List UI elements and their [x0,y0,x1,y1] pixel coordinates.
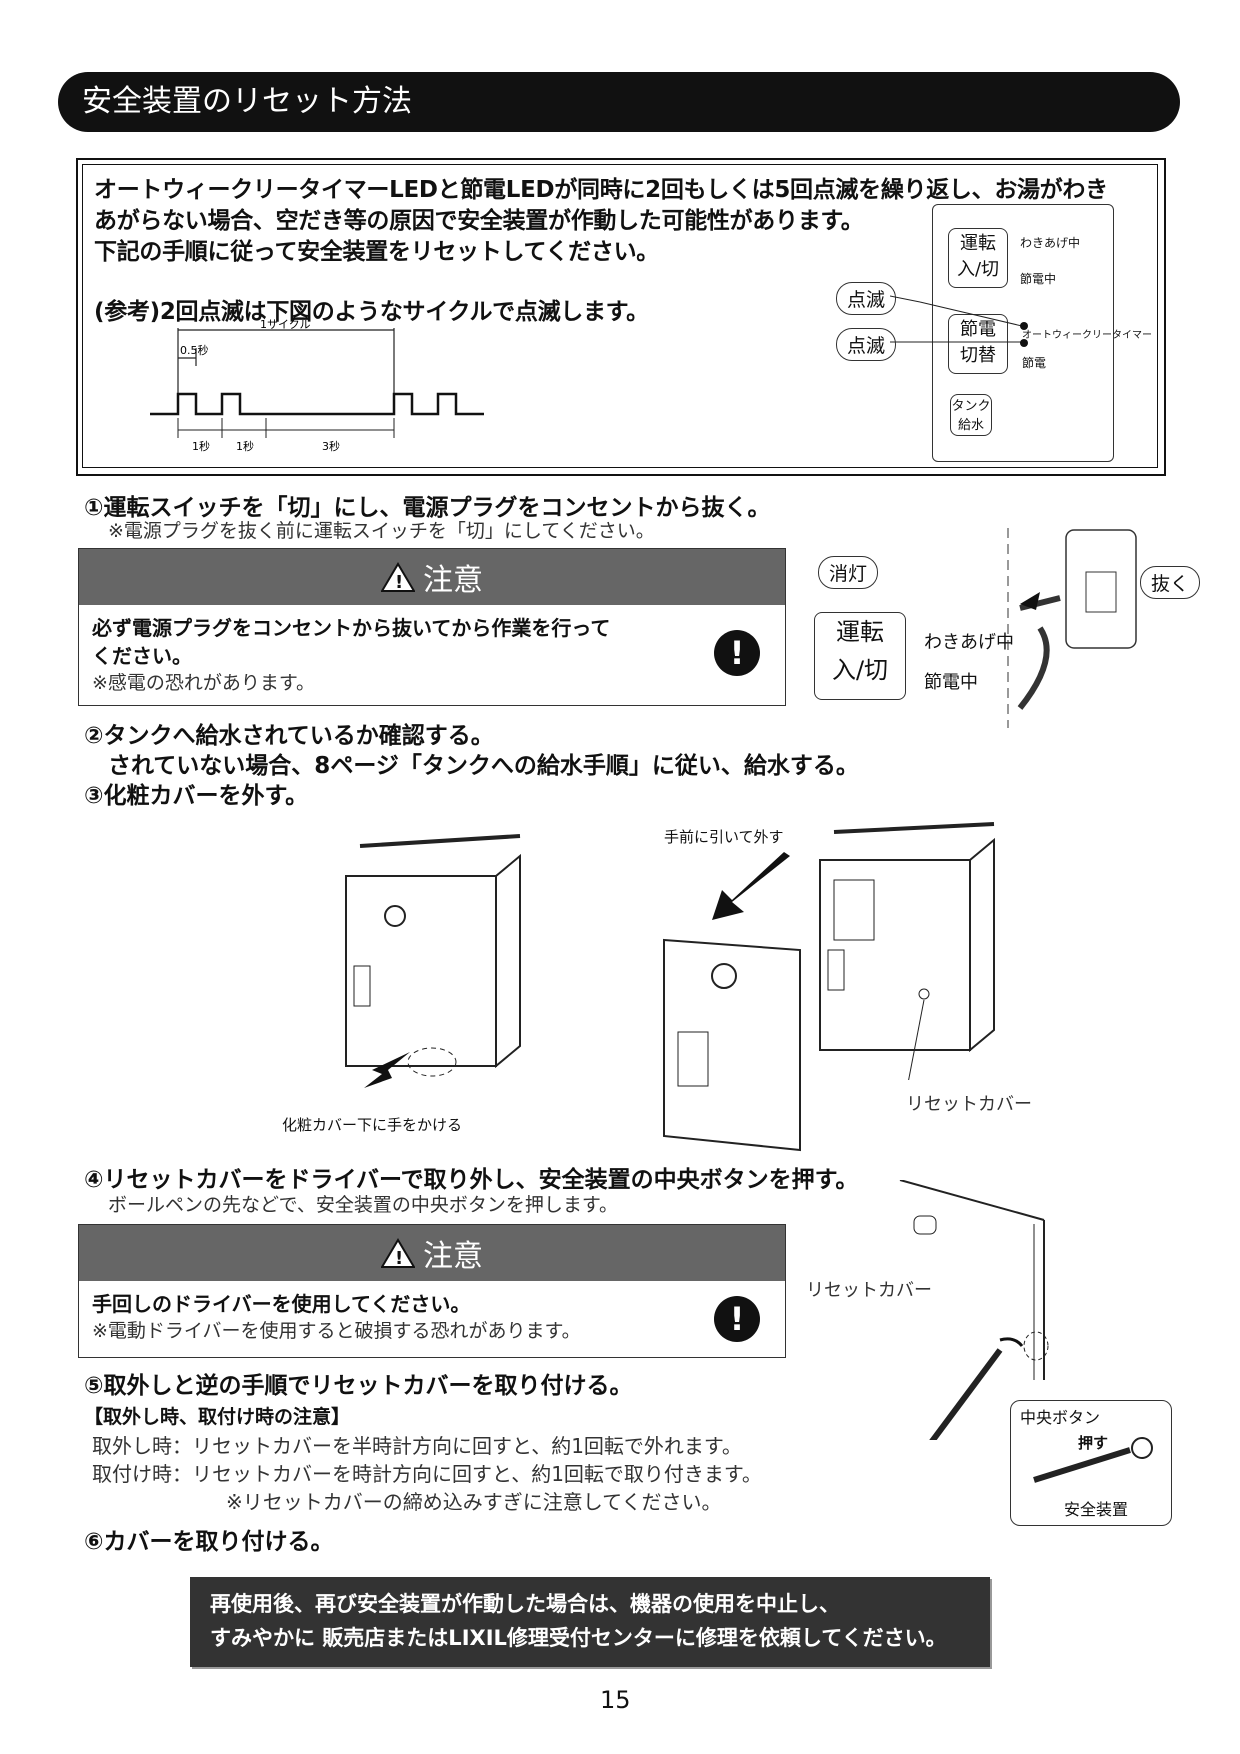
led-save-label: 節電 [1022,356,1047,370]
fig1-save-label: 節電中 [924,672,978,693]
plug-cord-icon [1017,595,1061,710]
warning-triangle-icon: ! [381,562,415,592]
intro-line-1: オートウィークリータイマーLEDと節電LEDが同時に2回もしくは5回点滅を繰り返… [94,177,1108,203]
save-button-sub: 切替 [960,345,996,366]
step-5-remove: 取外し時：リセットカバーを半時計方向に回すと、約1回転で外れます。 [92,1434,742,1458]
reset-procedure-illustration [899,1180,1049,1440]
run-large-label: 運転 [836,618,884,646]
save-button-label: 節電 [960,319,996,340]
intro-reference: (参考)2回点滅は下図のようなサイクルで点滅します。 [94,299,649,325]
run-large-sub: 入/切 [831,656,889,684]
caution-1-line-2: ください。 [92,644,192,668]
timing-1s-b: 1秒 [236,439,254,453]
blink-callout-lines [890,295,1028,347]
tank-button-sub: 給水 [957,418,984,433]
caution-heading-2: 注意 [423,1239,483,1274]
pen-press-icon [1033,1437,1153,1483]
step-5-subheading: 【取外し時、取付け時の注意】 [84,1406,351,1428]
blink-timing-diagram: 1サイクル 0.5秒 1秒 1秒 3秒 [150,318,484,453]
tank-button: タンク給水 [950,394,992,436]
fig4-reset-cover-label: リセットカバー [806,1280,932,1301]
timing-cycle-label: 1サイクル [260,318,310,331]
step-5-title: ⑤取外しと逆の手順でリセットカバーを取り付ける。 [84,1373,633,1399]
step-5-caution: ※リセットカバーの締め込みすぎに注意してください。 [226,1490,722,1514]
save-led-icon [1020,339,1028,347]
center-button-label: 中央ボタン [1020,1408,1101,1427]
hand-arrow-icon [364,1052,410,1088]
svg-text:!: ! [395,572,403,592]
run-button: 運転入/切 [948,228,1008,288]
section-title: 安全装置のリセット方法 [82,84,412,119]
step-5-attach: 取付け時：リセットカバーを時計方向に回すと、約1回転で取り付きます。 [92,1462,762,1486]
mandatory-icon: ! [714,1296,760,1342]
removed-cover-illustration [663,938,801,1152]
intro-line-3: 下記の手順に従って安全装置をリセットしてください。 [94,239,659,265]
timer-led-icon [1020,322,1028,330]
repair-notice-box: 再使用後、再び安全装置が作動した場合は、機器の使用を中止し、 すみやかに 販売店… [190,1577,990,1667]
step-4-note: ボールペンの先などで、安全装置の中央ボタンを押します。 [108,1194,618,1216]
step-1-title: ①運転スイッチを「切」にし、電源プラグをコンセントから抜く。 [84,495,771,521]
step-2-title: ②タンクへ給水されているか確認する。 [84,723,494,749]
fig3-right-caption: 手前に引いて外す [664,828,784,846]
run-button-sub: 入/切 [956,259,1000,280]
push-label: 押す [1078,1434,1109,1452]
page-number: 15 [600,1686,631,1714]
intro-box-outer [76,158,1166,476]
fig1-boil-label: わきあげ中 [924,632,1014,653]
repair-notice-line-1: 再使用後、再び安全装置が作動した場合は、機器の使用を中止し、 [210,1592,840,1616]
repair-notice-line-2: すみやかに 販売店またはLIXIL修理受付センターに修理を依頼してください。 [210,1626,947,1650]
blink-callout-2: 点滅 [836,328,897,361]
timing-3s: 3秒 [322,439,340,453]
unit-with-cover-illustration [345,834,521,1077]
step-1-note: ※電源プラグを抜く前に運転スイッチを「切」にしてください。 [108,520,655,542]
intro-box-inner [82,164,1158,468]
tank-button-label: タンク [951,399,991,414]
blink-callout-1: 点滅 [836,282,897,315]
led-timer-label: オートウィークリータイマー [1022,330,1152,341]
step-3-title: ③化粧カバーを外す。 [84,783,309,809]
step-2-line-2: されていない場合、8ページ「タンクへの給水手順」に従い、給水する。 [108,753,859,779]
control-panel [932,204,1114,462]
off-callout: 消灯 [818,556,879,589]
section-header: 安全装置のリセット方法 [58,72,1180,132]
screwdriver-icon [929,1348,1003,1440]
pull-arrow-icon [712,852,790,920]
led-boil-label: わきあげ中 [1020,236,1081,250]
mandatory-icon: ! [714,630,760,676]
caution-2-note: ※電動ドライバーを使用すると破損する恐れがあります。 [92,1320,581,1342]
led-save-on-label: 節電中 [1020,272,1057,286]
caution-bar-2: ! 注意 [79,1225,785,1281]
fig3-left-caption: 化粧カバー下に手をかける [282,1116,463,1134]
step-6-title: ⑥カバーを取り付ける。 [84,1529,334,1555]
outlet-illustration [1007,528,1137,728]
save-button: 節電切替 [948,314,1008,374]
caution-2-line-1: 手回しのドライバーを使用してください。 [92,1292,471,1316]
caution-1-line-1: 必ず電源プラグをコンセントから抜いてから作業を行って [92,616,611,640]
center-button-inset [1010,1400,1172,1526]
rotate-arrow-icon [999,1337,1024,1347]
run-button-label: 運転 [960,233,996,254]
svg-text:!: ! [395,1248,403,1268]
unplug-callout: 抜く [1140,566,1201,599]
timing-1s-a: 1秒 [192,439,210,453]
caution-bar-1: ! 注意 [79,549,785,605]
fig3-reset-cover-label: リセットカバー [906,1094,1032,1115]
timing-half-label: 0.5秒 [180,343,209,357]
step-4-title: ④リセットカバーをドライバーで取り外し、安全装置の中央ボタンを押す。 [84,1167,859,1193]
unit-without-cover-illustration [819,822,995,1080]
caution-heading-1: 注意 [423,563,483,598]
run-button-large: 運転入/切 [814,612,906,700]
reset-cover-icon [918,988,930,1000]
caution-box-1: ! 注意 [78,548,786,706]
unplug-arrow-icon [1020,592,1040,610]
caution-box-2: ! 注意 [78,1224,786,1358]
caution-1-note: ※感電の恐れがあります。 [92,672,316,694]
warning-triangle-icon: ! [381,1238,415,1268]
intro-line-2: あがらない場合、空だき等の原因で安全装置が作動した可能性があります。 [94,208,864,234]
blink-waveform [150,392,484,416]
safety-device-label: 安全装置 [1064,1500,1129,1519]
